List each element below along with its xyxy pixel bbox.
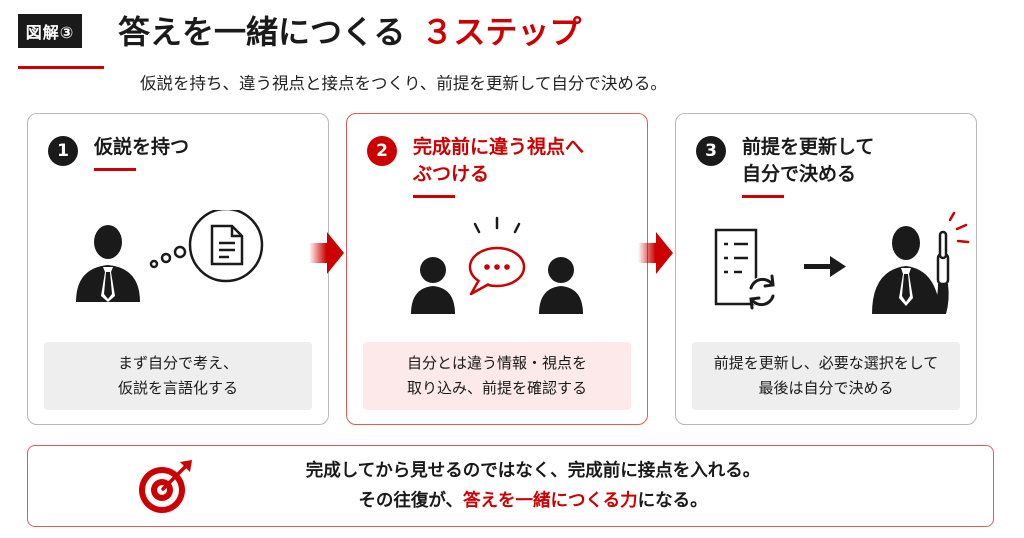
person-icon <box>411 257 455 314</box>
person-icon <box>76 225 140 302</box>
step-title-underline-3 <box>742 195 784 198</box>
emphasis-lines-icon <box>473 216 521 234</box>
step-description-3: 前提を更新し、必要な選択をして 最後は自分で決める <box>692 342 960 410</box>
document-icon <box>210 224 244 266</box>
conclusion-box: 完成してから見せるのではなく、完成前に接点を入れる。 その往復が、答えを一緒につ… <box>27 445 994 527</box>
arrow-right-icon <box>638 232 673 274</box>
step-title-underline-1 <box>94 168 136 171</box>
title-underline <box>18 66 104 69</box>
conclusion-highlight: 答えを一緒につくる力 <box>463 491 638 511</box>
emphasis-lines-icon <box>948 211 970 244</box>
step-number-3: 3 <box>696 136 726 166</box>
step-illustration-3 <box>714 211 970 314</box>
conclusion-line-1: 完成してから見せるのではなく、完成前に接点を入れる。 <box>305 461 761 481</box>
title-accent: ３ステップ <box>421 13 582 51</box>
thought-bubble-icon <box>149 210 264 283</box>
subtitle: 仮説を持ち、違う視点と接点をつくり、前提を更新して自分で決める。 <box>140 74 667 93</box>
step-card-2: 2 完成前に違う視点へ ぶつける 自分とは違う情報・視点を 取り込み、前提を確認… <box>346 113 648 425</box>
page-title: 答えを一緒につくる ３ステップ <box>118 8 581 52</box>
step-illustration-2 <box>411 216 583 314</box>
step-title-2: 完成前に違う視点へ ぶつける <box>413 136 585 185</box>
step-description-1: まず自分で考え、 仮説を言語化する <box>44 342 312 410</box>
step-title-underline-2 <box>413 195 455 198</box>
title-main: 答えを一緒につくる <box>118 13 406 51</box>
person-icon <box>539 257 583 314</box>
step-title-1: 仮説を持つ <box>94 136 190 158</box>
conclusion-line-2: その往復が、答えを一緒につくる力になる。 <box>358 491 708 511</box>
step-title-3: 前提を更新して 自分で決める <box>742 136 875 185</box>
step-number-2: 2 <box>367 136 397 166</box>
step-card-3: 3 前提を更新して 自分で決める <box>675 113 977 425</box>
arrow-right-icon <box>804 256 846 277</box>
arrow-right-icon <box>309 232 344 274</box>
conclusion-text: 完成してから見せるのではなく、完成前に接点を入れる。 その往復が、答えを一緒につ… <box>243 456 823 516</box>
speech-bubble-icon <box>468 246 526 296</box>
step-description-2: 自分とは違う情報・視点を 取り込み、前提を確認する <box>363 342 631 410</box>
step-number-1: 1 <box>48 136 78 166</box>
step-card-1: 1 仮説を持つ まず自分で考え、 仮説を言語化する <box>27 113 329 425</box>
figure-badge: 図解③ <box>18 14 82 48</box>
step-illustration-1 <box>76 210 264 302</box>
target-icon <box>139 460 192 513</box>
refresh-icon <box>747 274 777 310</box>
person-pointing-icon <box>872 226 950 314</box>
